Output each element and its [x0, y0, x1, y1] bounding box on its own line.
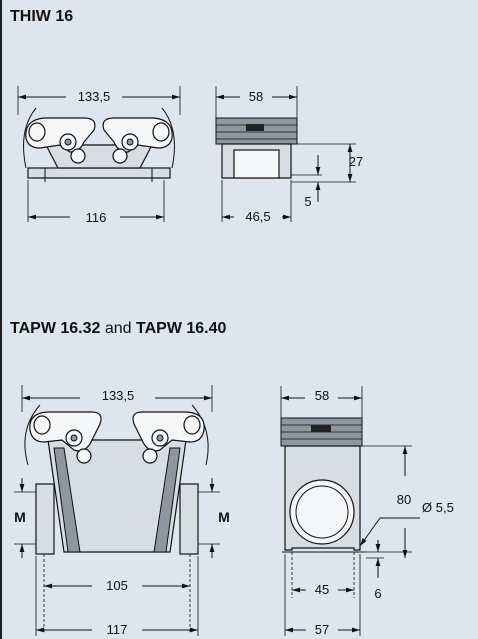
tapw-dim-hole: Ø 5,5	[422, 500, 454, 515]
thiw16-side-view	[215, 86, 356, 222]
thiw16-dim-5: 5	[304, 194, 311, 209]
title-part-2: and	[100, 320, 136, 337]
tapw-dim-6: 6	[374, 586, 381, 601]
tapw-front-view	[14, 385, 220, 636]
left-border	[0, 0, 2, 639]
section-title-tapw: TAPW 16.32 and TAPW 16.40	[10, 320, 226, 338]
tapw-dim-57: 57	[315, 622, 329, 637]
tapw-side-view	[280, 386, 420, 636]
tapw-dim-58: 58	[315, 388, 329, 403]
thiw16-front-view	[17, 86, 181, 222]
tapw-dim-117: 117	[107, 622, 128, 637]
tapw-dim-105: 105	[106, 578, 128, 593]
thiw16-dim-116: 116	[86, 210, 107, 225]
tapw-m-left: M	[14, 509, 26, 525]
tapw-m-right: M	[218, 509, 230, 525]
thiw16-dim-1335: 133,5	[78, 89, 111, 104]
section-title-thiw16: THIW 16	[10, 8, 74, 25]
thiw16-dim-58: 58	[249, 89, 263, 104]
thiw16-dim-27: 27	[349, 154, 363, 169]
title-part-1: TAPW 16.32	[10, 320, 101, 337]
tapw-dim-45: 45	[315, 582, 329, 597]
tapw-dim-1335: 133,5	[102, 388, 135, 403]
thiw16-dim-465: 46,5	[245, 209, 270, 224]
tapw-dim-80: 80	[397, 492, 411, 507]
title-part-3: TAPW 16.40	[136, 320, 227, 337]
